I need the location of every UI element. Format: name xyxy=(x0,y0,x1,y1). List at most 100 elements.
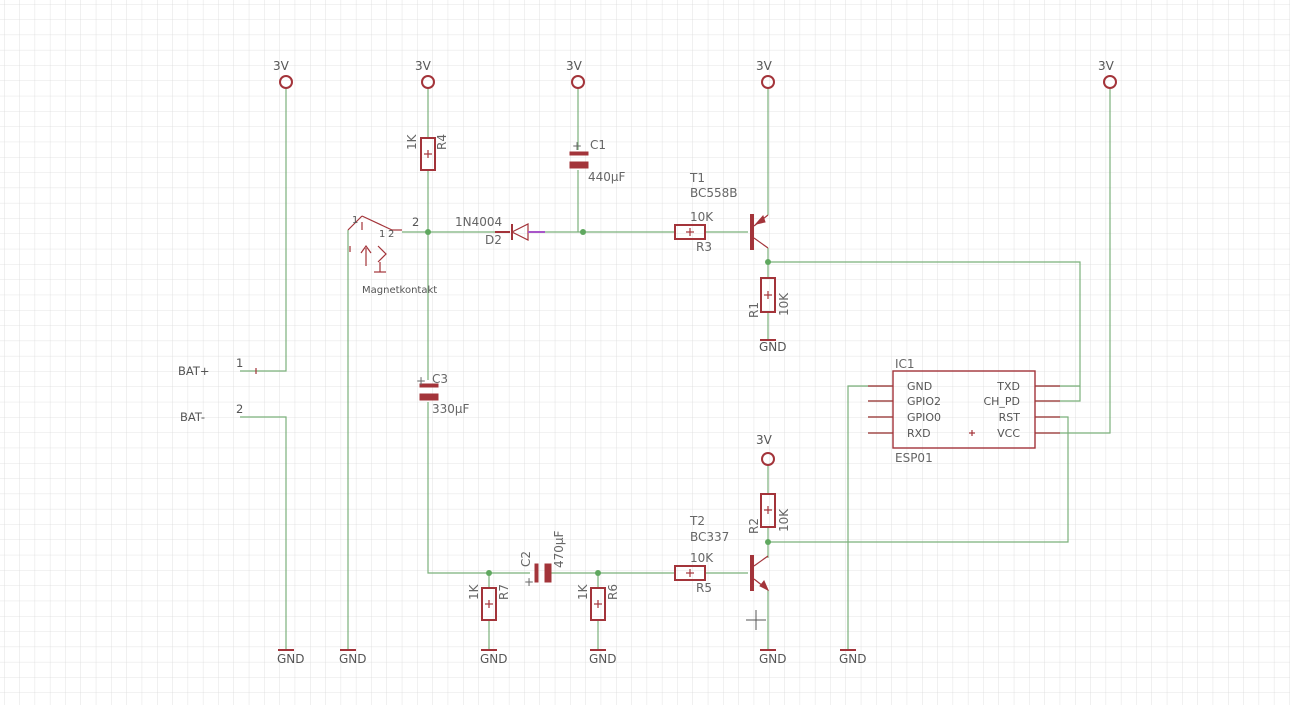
supply-label: 3V xyxy=(1098,59,1115,73)
gnd-label: GND xyxy=(589,652,617,666)
r4-value: 1K xyxy=(405,133,419,150)
junction-dot xyxy=(425,229,431,235)
junction-dot xyxy=(580,229,586,235)
gnd-label: GND xyxy=(759,652,787,666)
c2-name: C2 xyxy=(519,551,533,567)
supply-label: 3V xyxy=(756,433,773,447)
gnd-3[interactable]: GND xyxy=(480,649,508,666)
junction-dot xyxy=(595,570,601,576)
r3-name: R3 xyxy=(696,240,712,254)
r6-value: 1K xyxy=(576,583,590,600)
bat-plus-label: BAT+ xyxy=(178,364,210,378)
supply-3v-1[interactable]: 3V xyxy=(273,59,293,89)
r6-name: R6 xyxy=(606,584,620,600)
supply-3v-2[interactable]: 3V xyxy=(415,59,435,89)
gnd-label: GND xyxy=(339,652,367,666)
r1-value: 10K xyxy=(777,292,791,316)
gnd-label: GND xyxy=(277,652,305,666)
junction-dot xyxy=(765,259,771,265)
crosshair-cursor-icon xyxy=(746,610,766,630)
r7-value: 1K xyxy=(467,583,481,600)
capacitor-c1[interactable]: + C1 440µF xyxy=(569,138,626,184)
ic-pin-gpio2: GPIO2 xyxy=(907,395,941,408)
ic-pin-vcc: VCC xyxy=(997,427,1020,440)
svg-text:+: + xyxy=(524,575,534,589)
c3-name: C3 xyxy=(432,372,448,386)
d2-name: D2 xyxy=(485,233,502,247)
c1-value: 440µF xyxy=(588,170,626,184)
supply-3v-5[interactable]: 3V xyxy=(1098,59,1117,89)
gnd-2[interactable]: GND xyxy=(339,649,367,666)
junctions xyxy=(425,229,771,576)
resistor-r6[interactable]: 1K R6 xyxy=(576,583,620,621)
capacitor-c2[interactable]: + C2 470µF xyxy=(519,530,566,589)
resistor-r5[interactable]: 10K R5 xyxy=(674,551,714,595)
pin-number-2: 2 xyxy=(236,402,243,416)
gnd-1[interactable]: GND xyxy=(277,649,305,666)
t1-name: T1 xyxy=(689,171,705,185)
t2-value: BC337 xyxy=(690,530,729,544)
supply-label: 3V xyxy=(273,59,290,73)
switch-pin-label: 1 xyxy=(379,229,385,240)
ic1-value: ESP01 xyxy=(895,451,933,465)
transistor-t2[interactable]: T2 BC337 xyxy=(689,514,770,592)
gnd-label: GND xyxy=(480,652,508,666)
ic-pin-rxd: RXD xyxy=(907,427,931,440)
supply-label: 3V xyxy=(566,59,583,73)
gnd-label: GND xyxy=(759,340,787,354)
supply-label: 3V xyxy=(756,59,773,73)
junction-dot xyxy=(486,570,492,576)
ic-pin-gnd: GND xyxy=(907,380,932,393)
supply-label: 3V xyxy=(415,59,432,73)
ic-pin-ch-pd: CH_PD xyxy=(983,395,1020,408)
transistor-t1[interactable]: T1 BC558B xyxy=(689,171,769,250)
resistor-r2[interactable]: R2 10K xyxy=(747,493,791,534)
t2-name: T2 xyxy=(689,514,705,528)
r1-name: R1 xyxy=(747,302,761,318)
switch-pin-label: 2 xyxy=(412,215,419,229)
ic-pin-rst: RST xyxy=(999,411,1021,424)
resistor-r7[interactable]: 1K R7 xyxy=(467,583,511,621)
t1-value: BC558B xyxy=(690,186,738,200)
r3-value: 10K xyxy=(690,210,714,224)
supply-3v-6[interactable]: 3V xyxy=(756,433,775,466)
gnd-6[interactable]: GND xyxy=(839,649,867,666)
r2-name: R2 xyxy=(747,518,761,534)
reed-switch[interactable]: 1 1 2 2 Magnetkontakt xyxy=(347,215,437,296)
resistor-r3[interactable]: 10K R3 xyxy=(674,210,714,254)
c3-value: 330µF xyxy=(432,402,470,416)
gnd-label: GND xyxy=(839,652,867,666)
resistor-r4[interactable]: 1K R4 xyxy=(405,133,449,171)
gnd-5[interactable]: GND xyxy=(759,649,787,666)
r5-value: 10K xyxy=(690,551,714,565)
r4-name: R4 xyxy=(435,134,449,150)
ic1-esp01[interactable]: IC1 ESP01 GND GPIO2 GPIO0 RXD TXD CH_PD … xyxy=(868,357,1060,465)
svg-text:+: + xyxy=(416,374,426,388)
battery-connector[interactable]: BAT+ 1 BAT- 2 xyxy=(178,356,257,424)
r5-name: R5 xyxy=(696,581,712,595)
ic1-name: IC1 xyxy=(895,357,915,371)
capacitor-c3[interactable]: + C3 330µF xyxy=(416,372,470,416)
switch-pin-label: 1 xyxy=(352,215,358,226)
r2-value: 10K xyxy=(777,508,791,532)
gnd-4[interactable]: GND xyxy=(589,649,617,666)
bat-minus-label: BAT- xyxy=(180,410,205,424)
ic-pin-txd: TXD xyxy=(996,380,1020,393)
switch-name: Magnetkontakt xyxy=(362,285,437,296)
ic-pin-gpio0: GPIO0 xyxy=(907,411,941,424)
resistor-r1[interactable]: R1 10K xyxy=(747,277,791,318)
c2-value: 470µF xyxy=(552,530,566,568)
supply-3v-4[interactable]: 3V xyxy=(756,59,775,89)
diode-d2[interactable]: 1N4004 D2 xyxy=(455,215,545,247)
switch-pin-label: 2 xyxy=(388,229,394,240)
d2-value: 1N4004 xyxy=(455,215,502,229)
c1-name: C1 xyxy=(590,138,606,152)
svg-text:+: + xyxy=(572,139,582,153)
junction-dot xyxy=(765,539,771,545)
supply-3v-3[interactable]: 3V xyxy=(566,59,585,89)
gnd-7[interactable]: GND xyxy=(759,339,787,354)
pin-number-1: 1 xyxy=(236,356,243,370)
r7-name: R7 xyxy=(497,584,511,600)
